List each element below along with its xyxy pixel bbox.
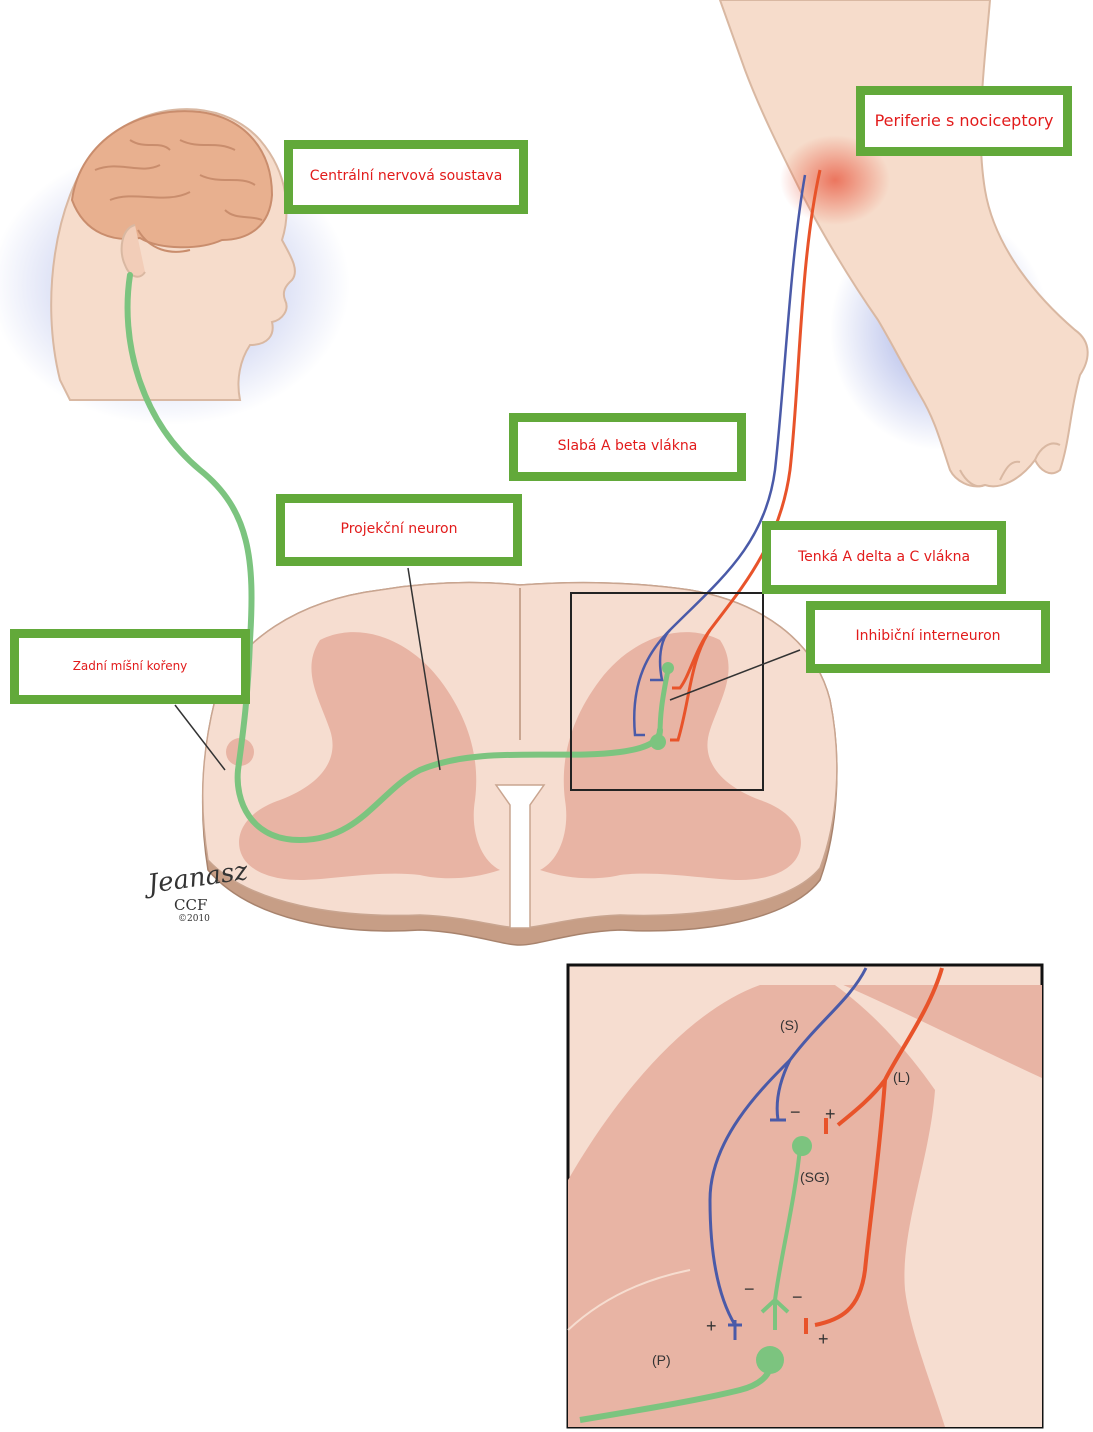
label-s: (S): [780, 1017, 799, 1033]
label-thin-fibers-text: Tenká A delta a C vlákna: [798, 549, 970, 567]
label-projection-neuron: Projekční neuron: [276, 494, 522, 566]
sign-plus-right: +: [818, 1329, 829, 1349]
artist-signature: Jeanasz CCF ©2010: [148, 870, 249, 924]
signature-year: ©2010: [178, 914, 249, 924]
label-l: (L): [893, 1069, 910, 1085]
projection-neuron-body: [650, 734, 666, 750]
spinal-cord-cross-section: [203, 583, 837, 945]
sign-plus-top: +: [825, 1104, 836, 1124]
signature-org: CCF: [174, 896, 249, 914]
label-p: (P): [652, 1352, 671, 1368]
inset-detail: (S) (L) (SG) (P) − + − − + +: [568, 965, 1042, 1427]
interneuron-body: [662, 662, 674, 674]
label-dorsal-roots: Zadní míšní kořeny: [10, 629, 250, 704]
sign-plus-left: +: [706, 1316, 717, 1336]
label-inhibitory-interneuron: Inhibiční interneuron: [806, 601, 1050, 673]
sign-minus-top: −: [790, 1102, 801, 1122]
label-inhibitory-interneuron-text: Inhibiční interneuron: [855, 628, 1000, 646]
label-periphery: Periferie s nociceptory: [856, 86, 1072, 156]
label-central-nervous-system: Centrální nervová soustava: [284, 140, 528, 214]
label-thin-fibers: Tenká A delta a C vlákna: [762, 521, 1006, 594]
label-sg: (SG): [800, 1169, 830, 1185]
label-thick-fibers: Slabá A beta vlákna: [509, 413, 746, 481]
label-central-nervous-system-text: Centrální nervová soustava: [310, 168, 503, 186]
label-thick-fibers-text: Slabá A beta vlákna: [558, 438, 698, 456]
arm-illustration: [720, 0, 1088, 486]
sign-minus-left: −: [744, 1279, 755, 1299]
label-dorsal-roots-text: Zadní míšní kořeny: [73, 659, 188, 674]
label-projection-neuron-text: Projekční neuron: [341, 521, 458, 539]
label-periphery-text: Periferie s nociceptory: [875, 111, 1054, 131]
sign-minus-right: −: [792, 1287, 803, 1307]
